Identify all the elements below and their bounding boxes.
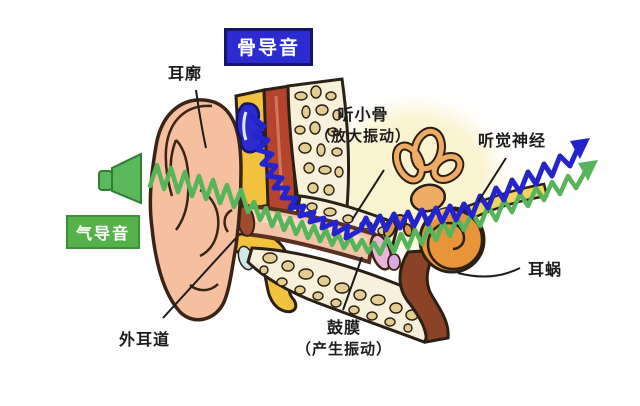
leader-lines: [162, 89, 521, 319]
semicircular-canals: [391, 126, 465, 185]
bone-wave-arrowhead: [570, 138, 590, 159]
auricle-label: 耳廓: [168, 66, 203, 83]
auricle: [148, 98, 243, 322]
eardrum-label-note: （产生振动）: [295, 340, 392, 358]
round-window: [387, 253, 401, 271]
eardrum-pointer-line: [342, 256, 363, 311]
air-conduction-wave: [147, 162, 589, 257]
eardrum-label: 鼓膜 （产生振动）: [286, 318, 402, 360]
ossicles-label-note: （放大振动）: [314, 127, 411, 145]
bone-conduction-wave: [248, 113, 581, 241]
bone-conduction-badge: 骨导音: [224, 28, 314, 66]
bone-pebbles-lower: [259, 252, 419, 333]
air-conduction-badge: 气导音: [66, 215, 141, 249]
cochlea-label: 耳蜗: [528, 262, 563, 279]
cochlea-pointer-line: [457, 267, 521, 278]
ear-canal-pointer-line: [162, 237, 237, 319]
eardrum-label-title: 鼓膜: [326, 320, 361, 337]
vestibule: [409, 183, 447, 213]
bone-vibrator-shine: [242, 111, 248, 141]
ossicles-label: 听小骨 （放大振动）: [293, 105, 433, 147]
bone-pebbles-upper: [294, 85, 344, 230]
auricle-pointer-line: [195, 89, 207, 149]
cochlea-spiral: [426, 208, 484, 271]
auditory-nerve-label: 听觉神经: [478, 133, 547, 150]
speaker-icon: [98, 152, 142, 205]
ossicles-pointer-line: [351, 169, 385, 221]
ear-canal-label: 外耳道: [119, 332, 171, 349]
auditory-nerve-pointer-line: [477, 157, 507, 203]
air-wave-arrowhead: [578, 160, 598, 181]
eustachian-tube: [398, 248, 450, 344]
ossicles-label-title: 听小骨: [337, 107, 389, 124]
